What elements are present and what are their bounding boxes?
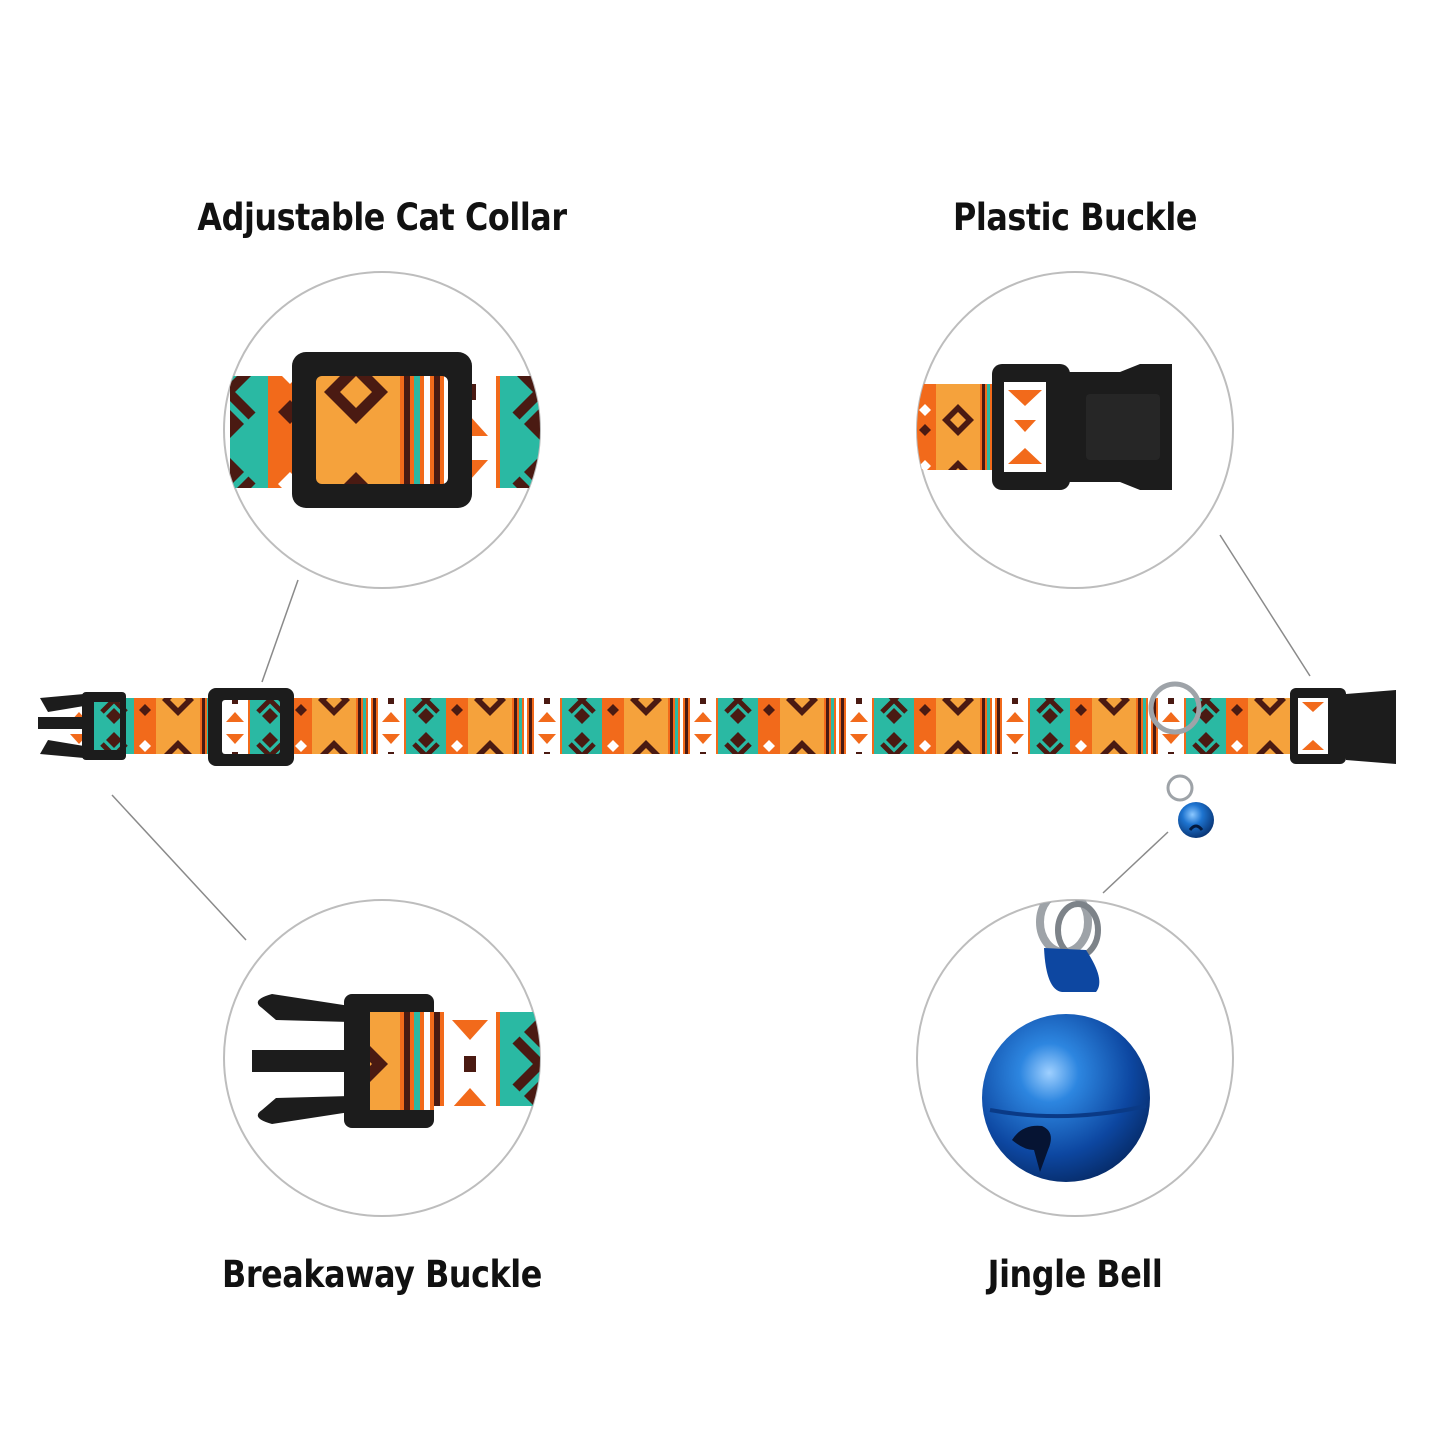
leader-line-adjustable bbox=[261, 579, 299, 683]
bell-icon bbox=[982, 1014, 1150, 1182]
leader-line-jingle bbox=[1102, 831, 1169, 894]
leader-line-plastic bbox=[1219, 534, 1311, 677]
jingle-bell-label: Jingle Bell bbox=[987, 1253, 1163, 1296]
plastic-buckle-callout bbox=[916, 271, 1234, 589]
leader-line-breakaway bbox=[111, 794, 247, 941]
breakaway-buckle-small-icon bbox=[38, 692, 126, 760]
side-release-buckle-small-icon bbox=[1290, 688, 1396, 764]
plastic-buckle-label: Plastic Buckle bbox=[952, 196, 1198, 239]
adjustable-slider-callout bbox=[223, 271, 541, 589]
breakaway-buckle-label: Breakaway Buckle bbox=[222, 1253, 542, 1296]
ring-and-bell-small-icon bbox=[1148, 681, 1214, 838]
breakaway-buckle-callout bbox=[223, 899, 541, 1217]
square-slider-small-icon bbox=[208, 688, 294, 766]
adjustable-cat-collar-label: Adjustable Cat Collar bbox=[197, 196, 567, 239]
jingle-bell-callout bbox=[916, 899, 1234, 1217]
